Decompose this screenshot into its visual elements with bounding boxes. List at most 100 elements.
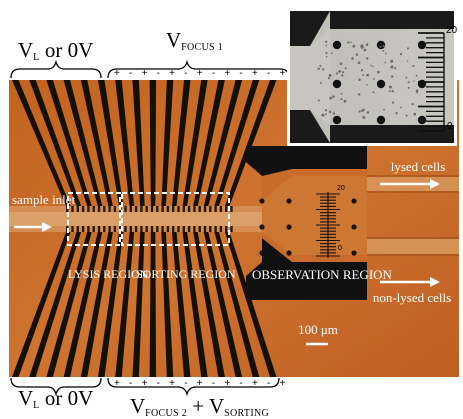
electrode-array	[12, 80, 277, 377]
inset-cell	[372, 91, 375, 94]
inset-cell	[400, 53, 402, 56]
inset-cell	[366, 84, 368, 86]
inset-cell	[390, 59, 394, 63]
tooth-bottom	[103, 226, 106, 232]
observation-dot	[259, 250, 265, 256]
tooth-top	[214, 206, 217, 212]
tooth-top	[103, 206, 106, 212]
inset-cell	[355, 53, 359, 56]
inset-cell	[384, 61, 387, 64]
electrode-sign: +	[169, 68, 175, 79]
electrode-sign: -	[156, 68, 160, 79]
inset-cell	[379, 45, 382, 48]
top-right-sub: FOCUS 1	[181, 42, 224, 53]
tooth-top	[193, 206, 196, 212]
inset-tick-top-label: 20	[446, 25, 458, 36]
electrode-bottom	[46, 232, 92, 377]
inset-cell	[373, 78, 375, 80]
electrode-sign: +	[251, 378, 258, 389]
tooth-bottom	[150, 226, 154, 232]
tooth-top	[182, 206, 185, 212]
inset-cell	[343, 99, 347, 103]
electrode-top	[46, 80, 92, 206]
tooth-top	[140, 206, 143, 212]
inset-cell	[371, 65, 374, 68]
tooth-top	[113, 206, 117, 212]
electrode-bottom	[63, 232, 103, 377]
inset-cell	[391, 90, 394, 93]
electrode-bottom	[115, 232, 135, 377]
electrode-bottom	[203, 232, 243, 377]
electrode-sign: -	[129, 68, 133, 79]
inset-cell	[344, 67, 347, 70]
electrode-bottom	[214, 232, 260, 377]
electrode-sign: +	[169, 378, 175, 389]
inset-cell	[360, 69, 364, 72]
electrode-top	[98, 80, 124, 206]
electrode-sign: +	[196, 378, 203, 389]
sorting-region-label: SORTING REGION	[136, 267, 236, 281]
tooth-top	[172, 206, 175, 212]
bottom-right-v1: V	[130, 394, 146, 418]
tooth-top	[108, 206, 111, 212]
inset-cell	[407, 81, 410, 84]
inset-cell	[366, 111, 370, 114]
electrode-sign: +	[113, 68, 120, 79]
electrode-top	[172, 80, 191, 206]
inset-cell	[376, 70, 380, 74]
inset-cell	[325, 52, 328, 55]
inset-cell	[394, 67, 397, 70]
inset-cell	[357, 61, 361, 65]
electrode-signs-bottom: +-+-+-+-+-+-+	[110, 378, 289, 389]
inset-dot	[376, 40, 386, 50]
electrode-sign: -	[266, 378, 271, 389]
inset-cell	[328, 74, 332, 77]
tooth-bottom	[134, 226, 138, 232]
electrode-signs-top: +-+-+-+-+-+-+	[110, 68, 289, 79]
outlet-channel-bottom	[367, 237, 459, 256]
tooth-top	[187, 206, 191, 212]
electrode-sign: -	[129, 378, 133, 389]
inset-cell	[319, 64, 322, 67]
top-left-v: V	[18, 38, 34, 62]
inset-cell	[411, 103, 414, 106]
inset-cell	[405, 76, 408, 79]
inset-cell	[415, 74, 418, 77]
inset-cell	[351, 57, 354, 60]
observation-dot	[286, 198, 292, 204]
inset-dot	[376, 79, 386, 89]
tooth-top	[230, 206, 233, 212]
tooth-bottom	[187, 226, 191, 232]
inset-cell	[329, 96, 333, 100]
lysed-cells-label: lysed cells	[390, 159, 446, 174]
electrode-bottom	[149, 232, 157, 377]
inset-cell	[341, 74, 344, 77]
inlet-channel-core	[9, 212, 271, 226]
inset-cell	[317, 67, 320, 70]
observation-dot	[259, 224, 265, 230]
inset-cell	[362, 115, 366, 119]
inset-cell	[406, 60, 409, 62]
inset-cell	[407, 86, 410, 89]
inset-dot	[376, 115, 386, 125]
tooth-bottom	[113, 226, 117, 232]
lysis-region-box	[67, 192, 121, 246]
inset-cell	[392, 101, 395, 104]
electrode-sign: -	[239, 378, 243, 389]
tooth-bottom	[209, 226, 212, 232]
observation-dot	[351, 224, 357, 230]
tooth-top	[161, 206, 164, 212]
observation-ruler	[316, 192, 340, 258]
inset-cell	[415, 89, 419, 93]
electrode-top	[214, 80, 260, 206]
electrode-top	[12, 80, 71, 206]
inset-cell	[395, 112, 398, 115]
electrode-sign: -	[266, 68, 271, 79]
inset-cell	[350, 41, 352, 43]
lysed-cells-arrow	[380, 179, 440, 189]
inset-cell	[341, 71, 345, 74]
electrode-top	[182, 80, 208, 206]
electrode-sign: -	[156, 378, 160, 389]
electrode-sign: +	[224, 378, 231, 389]
